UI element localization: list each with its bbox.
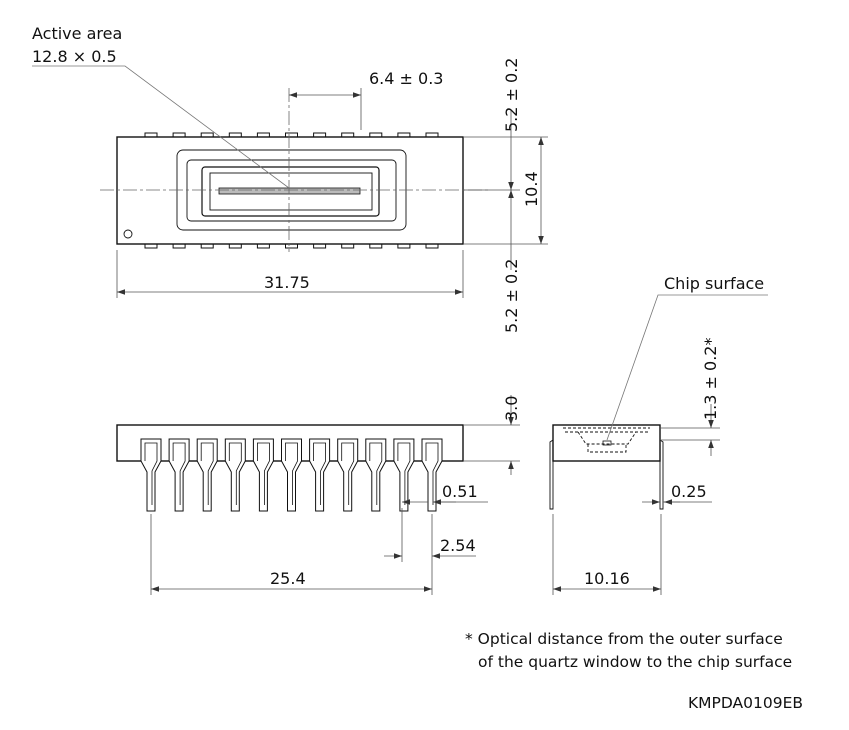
top-pins-upper [144, 132, 439, 138]
end-lead-left [549, 439, 554, 510]
lead-inner-line [172, 442, 186, 505]
lead-inner-line [425, 442, 439, 505]
active-area-leader [32, 65, 290, 189]
top-margin-label: 5.2 ± 0.2 [502, 58, 521, 132]
lead-outline [281, 438, 302, 512]
package-body-end [552, 424, 661, 462]
drawing-code: KMPDA0109EB [688, 694, 803, 712]
footnote-line1: * Optical distance from the outer surfac… [465, 630, 783, 648]
lead-thickness-label: 0.25 [671, 482, 707, 501]
chip-die [209, 172, 373, 211]
lead-inner-line [228, 442, 242, 505]
chip-marker [602, 440, 612, 446]
lead-outline [252, 438, 274, 512]
length-label: 31.75 [264, 273, 310, 292]
end-lead-right [659, 439, 664, 510]
lead-outline [196, 438, 218, 512]
chip-surface-label: Chip surface [664, 274, 764, 293]
lead-inner-line [397, 442, 411, 505]
cavity-dashed-upper [577, 431, 637, 445]
lead-inner-line [369, 442, 383, 505]
height-label: 10.4 [522, 171, 541, 207]
active-area-size: 12.8 × 0.5 [32, 47, 117, 66]
lead-inner-line [341, 442, 355, 505]
optical-distance-label: 1.3 ± 0.2* [701, 338, 720, 420]
active-area-title: Active area [32, 24, 122, 43]
chip-outline [201, 166, 380, 217]
active-area-rect [218, 187, 361, 195]
lead-outline [224, 438, 246, 512]
lead-outline [168, 438, 190, 512]
bottom-margin-label: 5.2 ± 0.2 [502, 259, 521, 333]
lead-outline [337, 438, 359, 512]
pitch-label: 2.54 [440, 536, 476, 555]
footnote-line2: of the quartz window to the chip surface [478, 653, 792, 671]
lead-outline [309, 438, 331, 512]
lead-outline [393, 438, 415, 512]
lead-inner-line [144, 442, 158, 505]
front-leads [140, 438, 443, 512]
lead-outline [421, 438, 443, 512]
end-view [549, 424, 664, 510]
row-spacing-label: 10.16 [584, 569, 630, 588]
cavity-dashed-lower [587, 444, 627, 453]
chip-surface-leader [606, 294, 768, 441]
thickness-label: 3.0 [502, 396, 521, 421]
lead-inner-line [313, 442, 326, 505]
pin-width-label: 0.51 [442, 482, 478, 501]
lead-inner-line [200, 442, 214, 505]
lead-inner-line [285, 442, 298, 505]
pin1-index-mark [123, 229, 133, 239]
window-frame-inner [186, 159, 397, 222]
top-view [100, 88, 490, 252]
offset-label: 6.4 ± 0.3 [369, 69, 443, 88]
lead-outline [140, 438, 162, 512]
front-view [116, 424, 464, 512]
lead-inner-line [257, 442, 270, 505]
span-label: 25.4 [270, 569, 306, 588]
lead-outline [365, 438, 387, 512]
